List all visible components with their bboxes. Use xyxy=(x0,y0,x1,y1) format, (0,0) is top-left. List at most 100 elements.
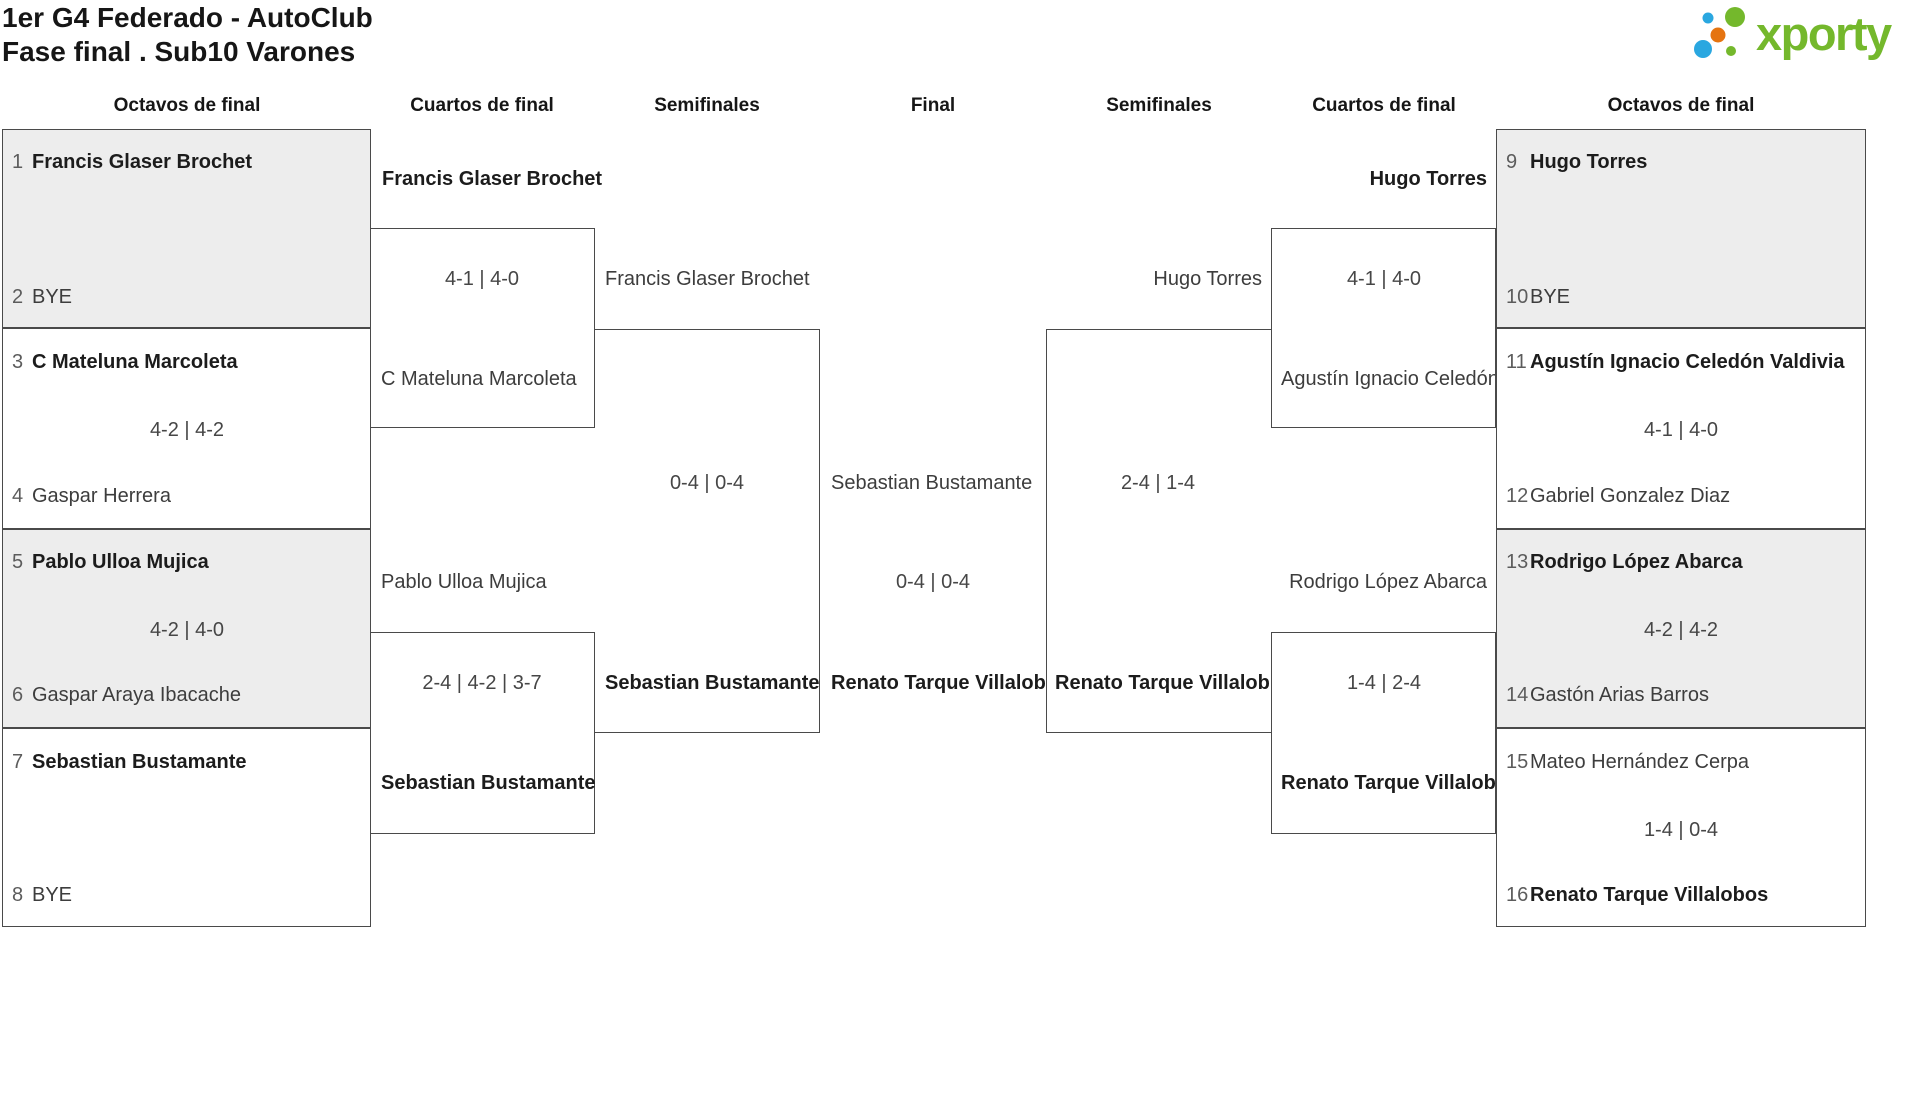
seed-label: 2 xyxy=(12,286,24,308)
player-row-seed14: 14Gastón Arias Barros xyxy=(1506,681,1709,709)
player-name: Gaspar Herrera xyxy=(32,485,171,507)
match-score: 4-1 | 4-0 xyxy=(1346,268,1422,290)
match-box-octavos-left-3 xyxy=(2,529,371,728)
player-name: Gastón Arias Barros xyxy=(1530,684,1709,706)
seed-label: 6 xyxy=(12,684,24,706)
player-name: C Mateluna Marcoleta xyxy=(32,351,238,373)
match-box-cuartos-right-1 xyxy=(1271,228,1496,428)
player-name: BYE xyxy=(1530,286,1571,308)
match-score: 2-4 | 4-2 | 3-7 xyxy=(422,672,542,694)
player-row-seed16: 16Renato Tarque Villalobos xyxy=(1506,881,1768,909)
match-score: 0-4 | 0-4 xyxy=(895,571,971,593)
match-box-octavos-right-3 xyxy=(1496,529,1866,728)
player-name-cuartos: C Mateluna Marcoleta xyxy=(381,368,577,390)
tournament-title-line1: 1er G4 Federado - AutoClub xyxy=(2,2,373,33)
logo-dots-icon xyxy=(1694,7,1745,58)
player-name-semi: Hugo Torres xyxy=(1153,268,1262,290)
player-name: Pablo Ulloa Mujica xyxy=(32,551,209,573)
seed-label: 14 xyxy=(1506,684,1529,706)
player-name-cuartos: Renato Tarque Villalobo xyxy=(1281,772,1495,794)
player-name-semi: Francis Glaser Brochet xyxy=(605,268,810,290)
player-name-cuartos: Sebastian Bustamante xyxy=(381,772,596,794)
match-score: 4-2 | 4-2 xyxy=(1643,619,1719,641)
player-name-semi: Renato Tarque Villalobo xyxy=(1055,672,1270,694)
round-header-octavos-right: Octavos de final xyxy=(1607,95,1755,116)
match-score: 1-4 | 2-4 xyxy=(1346,672,1422,694)
round-header-octavos-left: Octavos de final xyxy=(113,95,261,116)
player-name-semi: Sebastian Bustamante xyxy=(605,672,820,694)
player-name: Gaspar Araya Ibacache xyxy=(32,684,242,706)
match-score: 2-4 | 1-4 xyxy=(1120,472,1196,494)
seed-label: 1 xyxy=(12,151,24,173)
match-box-cuartos-left-2 xyxy=(370,632,595,834)
semifinal-connector-right xyxy=(1046,329,1271,733)
player-name: BYE xyxy=(32,884,73,906)
player-row-seed9: 9 Hugo Torres xyxy=(1506,148,1647,176)
match-box-cuartos-left-1 xyxy=(370,228,595,428)
round-header-cuartos-left: Cuartos de final xyxy=(410,95,554,116)
seed-label: 12 xyxy=(1506,485,1529,507)
player-row-seed3: 3 C Mateluna Marcoleta xyxy=(12,348,238,376)
player-name: Rodrigo López Abarca xyxy=(1530,551,1743,573)
player-name-cuartos: Rodrigo López Abarca xyxy=(1289,571,1487,593)
seed-label: 15 xyxy=(1506,751,1529,773)
xporty-logo[interactable]: xporty xyxy=(1690,2,1918,74)
match-box-cuartos-right-2 xyxy=(1271,632,1496,834)
tournament-title-line2: Fase final . Sub10 Varones xyxy=(2,36,356,67)
player-row-seed6: 6 Gaspar Araya Ibacache xyxy=(12,681,241,709)
player-name: BYE xyxy=(32,286,73,308)
seed-label: 3 xyxy=(12,351,24,373)
round-header-semis-right: Semifinales xyxy=(1106,95,1212,116)
player-name: Sebastian Bustamante xyxy=(32,751,247,773)
tournament-title: 1er G4 Federado - AutoClub Fase final . … xyxy=(2,1,373,69)
player-name: Renato Tarque Villalobos xyxy=(1530,884,1769,906)
seed-label: 4 xyxy=(12,485,24,507)
player-row-seed13: 13Rodrigo López Abarca xyxy=(1506,548,1743,576)
player-name: Agustín Ignacio Celedón Valdivia xyxy=(1530,351,1845,373)
match-box-octavos-right-4 xyxy=(1496,728,1866,927)
player-name-cuartos: Agustín Ignacio Celedón xyxy=(1281,368,1495,390)
player-row-seed8: 8 BYE xyxy=(12,881,72,909)
player-name-cuartos: Hugo Torres xyxy=(1369,168,1487,190)
seed-label: 13 xyxy=(1506,551,1529,573)
match-score: 1-4 | 0-4 xyxy=(1643,819,1719,841)
match-score: 4-2 | 4-0 xyxy=(149,619,225,641)
player-name: Mateo Hernández Cerpa xyxy=(1530,751,1750,773)
round-header-semis-left: Semifinales xyxy=(654,95,760,116)
round-header-cuartos-right: Cuartos de final xyxy=(1312,95,1456,116)
match-score: 4-1 | 4-0 xyxy=(1643,419,1719,441)
match-box-octavos-right-2 xyxy=(1496,328,1866,529)
player-row-seed2: 2 BYE xyxy=(12,283,72,311)
player-name-final: Sebastian Bustamante xyxy=(831,472,1033,494)
player-name: Francis Glaser Brochet xyxy=(32,151,253,173)
match-score: 4-1 | 4-0 xyxy=(444,268,520,290)
match-box-octavos-left-2 xyxy=(2,328,371,529)
round-header-final: Final xyxy=(910,95,956,116)
player-row-seed12: 12Gabriel Gonzalez Diaz xyxy=(1506,482,1730,510)
match-score: 0-4 | 0-4 xyxy=(669,472,745,494)
semifinal-connector-left xyxy=(595,329,820,733)
player-row-seed1: 1 Francis Glaser Brochet xyxy=(12,148,252,176)
match-score: 4-2 | 4-2 xyxy=(149,419,225,441)
seed-label: 7 xyxy=(12,751,24,773)
player-row-seed5: 5 Pablo Ulloa Mujica xyxy=(12,548,209,576)
player-row-seed7: 7 Sebastian Bustamante xyxy=(12,748,247,776)
player-row-seed15: 15Mateo Hernández Cerpa xyxy=(1506,748,1749,776)
match-box-octavos-right-1 xyxy=(1496,129,1866,328)
logo-wordmark: xporty xyxy=(1756,7,1892,60)
seed-label: 10 xyxy=(1506,286,1529,308)
seed-label: 16 xyxy=(1506,884,1529,906)
match-box-octavos-left-1 xyxy=(2,129,371,328)
seed-label: 8 xyxy=(12,884,24,906)
seed-label: 9 xyxy=(1506,151,1518,173)
player-name: Hugo Torres xyxy=(1530,151,1648,173)
player-row-seed10: 10BYE xyxy=(1506,283,1570,311)
seed-label: 11 xyxy=(1506,351,1527,373)
player-name-cuartos: Francis Glaser Brochet xyxy=(382,168,603,190)
player-name-cuartos: Pablo Ulloa Mujica xyxy=(381,571,547,593)
player-name: Gabriel Gonzalez Diaz xyxy=(1530,485,1731,507)
player-row-seed4: 4 Gaspar Herrera xyxy=(12,482,171,510)
seed-label: 5 xyxy=(12,551,24,573)
